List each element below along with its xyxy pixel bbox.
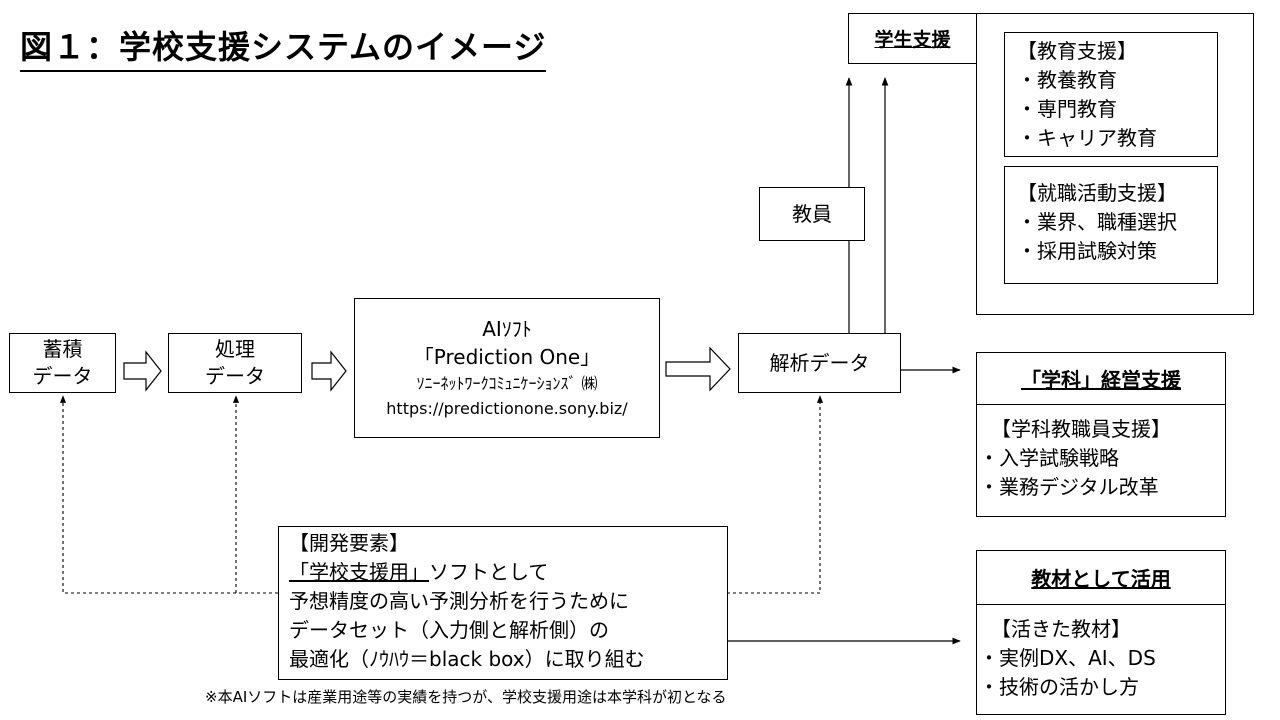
teaching-list: 【活きた教材】 ・実例DX、AI、DS ・技術の活かし方 [977,605,1225,702]
processed-data-label-2: データ [205,364,265,388]
dev-line-4: 最適化（ﾉｳﾊｳ＝black box）に取り組む [289,647,645,671]
career-support-box: 【就職活動支援】 ・業界、職種選択 ・採用試験対策 [1004,166,1218,284]
processed-data-label-1: 処理 [215,337,255,361]
page-title: 図１：学校支援システムのイメージ [20,22,547,72]
student-support-header-box: 学生支援 [848,13,977,64]
education-item: ・専門教育 [1017,97,1117,121]
stored-data-box: 蓄積 データ [9,333,116,393]
dept-support-list: 【学科教職員支援】 ・入学試験戦略 ・業務デジタル改革 [977,405,1225,502]
block-arrow-2 [311,350,347,392]
analysis-data-label: 解析データ [769,350,870,375]
ai-vendor: ｿﾆｰﾈｯﾄﾜｰｸｺﾐｭﾆｹｰｼｮﾝｽﾞ ㈱ [416,374,598,393]
education-item: ・キャリア教育 [1017,126,1157,150]
analysis-data-box: 解析データ [738,333,901,393]
education-item: ・教養教育 [1017,68,1117,92]
faculty-box: 教員 [759,187,865,241]
dept-support-header-cell: 「学科」経営支援 [977,353,1225,405]
education-support-box: 【教育支援】 ・教養教育 ・専門教育 ・キャリア教育 [1004,32,1218,157]
teaching-heading: 【活きた教材】 [991,617,1131,641]
dev-line-3: データセット（入力側と解析側）の [289,618,609,642]
teaching-item: ・技術の活かし方 [979,675,1139,699]
dept-support-item: ・入学試験戦略 [979,446,1119,470]
career-item: ・業界、職種選択 [1017,210,1177,234]
processed-data-box: 処理 データ [168,333,302,393]
teaching-item: ・実例DX、AI、DS [979,646,1156,670]
dept-support-item: ・業務デジタル改革 [979,475,1159,499]
block-arrow-1 [123,350,162,392]
faculty-label: 教員 [792,201,832,226]
ai-product-name: 「Prediction One」 [413,345,601,369]
teaching-header-cell: 教材として活用 [977,551,1225,605]
dev-school-support-label: 「学校支援用」 [289,560,429,584]
footnote: ※本AIソフトは産業用途等の実績を持つが、学校支援用途は本学科が初となる [205,688,727,706]
ai-software-label: AIｿﾌﾄ [482,317,532,341]
ai-software-box: AIｿﾌﾄ 「Prediction One」 ｿﾆｰﾈｯﾄﾜｰｸｺﾐｭﾆｹｰｼｮ… [354,298,660,438]
stored-data-label-2: データ [32,364,93,388]
dept-support-header: 「学科」経営支援 [1021,368,1181,392]
teaching-header: 教材として活用 [1031,567,1171,591]
dev-line-2: 予想精度の高い予測分析を行うために [289,589,629,613]
dev-line-1-rest: ソフトとして [429,560,549,584]
dashed-line-stored [59,395,278,594]
dept-support-panel: 「学科」経営支援 【学科教職員支援】 ・入学試験戦略 ・業務デジタル改革 [976,352,1226,517]
career-support-heading: 【就職活動支援】 [1017,181,1177,205]
block-arrow-3 [665,346,731,392]
dashed-line-analysis [727,395,824,594]
stored-data-label-1: 蓄積 [42,337,83,361]
student-support-header: 学生支援 [874,29,951,51]
dev-line-1: 「学校支援用」ソフトとして [289,558,727,587]
career-item: ・採用試験対策 [1017,239,1157,263]
dev-elements-box: 【開発要素】 「学校支援用」ソフトとして 予想精度の高い予測分析を行うために デ… [278,526,728,680]
ai-url: https://predictionone.sony.biz/ [386,399,628,418]
teaching-panel: 教材として活用 【活きた教材】 ・実例DX、AI、DS ・技術の活かし方 [976,550,1226,715]
education-support-heading: 【教育支援】 [1017,39,1137,63]
dept-support-heading: 【学科教職員支援】 [991,417,1171,441]
dev-heading: 【開発要素】 [289,531,409,555]
